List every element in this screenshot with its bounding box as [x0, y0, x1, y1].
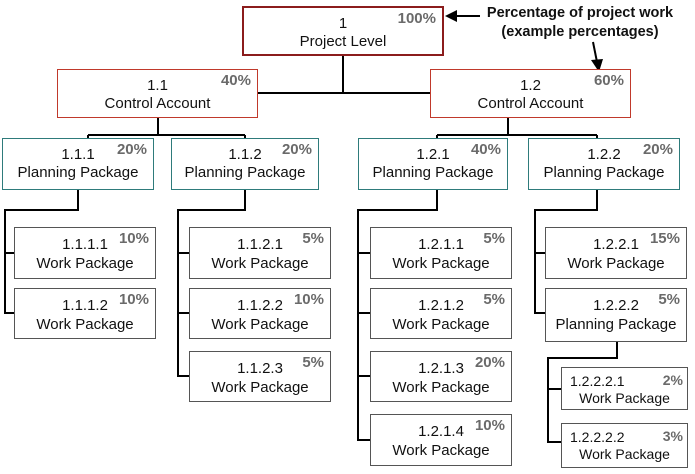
node-name: Work Package: [579, 390, 670, 406]
node-1-1-2-1: 1.1.2.1 Work Package 5%: [189, 227, 331, 279]
node-percentage: 60%: [593, 72, 624, 89]
node-id: 1.1.2.3: [237, 360, 283, 377]
node-id: 1.2.1.4: [418, 423, 464, 440]
node-name: Work Package: [579, 446, 670, 462]
node-name: Planning Package: [555, 316, 677, 333]
node-id: 1.2.1.3: [418, 360, 464, 377]
node-1-2-2-2-1: 1.2.2.2.1 Work Package 2%: [561, 367, 688, 410]
node-name: Work Package: [211, 255, 309, 272]
callout-line-1: Percentage of project work: [486, 5, 674, 21]
node-1-2-2-2-2: 1.2.2.2.2 Work Package 3%: [561, 423, 688, 468]
node-percentage: 5%: [302, 230, 324, 247]
node-name: Work Package: [392, 379, 490, 396]
node-1: 1 Project Level 100%: [242, 6, 444, 56]
node-name: Control Account: [477, 95, 584, 112]
node-percentage: 10%: [474, 417, 505, 434]
node-percentage: 20%: [281, 141, 312, 158]
node-1-2: 1.2 Control Account 60%: [430, 69, 631, 118]
node-1-1-1-2: 1.1.1.2 Work Package 10%: [14, 288, 156, 339]
node-percentage: 10%: [118, 291, 149, 308]
node-1-2-2-1: 1.2.2.1 Work Package 15%: [545, 227, 687, 279]
node-name: Work Package: [211, 316, 309, 333]
callout-arrowhead-ca: [591, 59, 603, 72]
node-1-2-1-3: 1.2.1.3 Work Package 20%: [370, 351, 512, 402]
node-1-2-1-4: 1.2.1.4 Work Package 10%: [370, 414, 512, 466]
node-1-2-1: 1.2.1 Planning Package 40%: [358, 138, 508, 190]
connector-1-1-to-planning: [87, 118, 246, 138]
node-name: Planning Package: [543, 164, 665, 181]
node-percentage: 20%: [474, 354, 505, 371]
node-id: 1.1: [147, 77, 168, 94]
node-name: Work Package: [392, 316, 490, 333]
node-1-1-1-1: 1.1.1.1 Work Package 10%: [14, 227, 156, 279]
node-percentage: 5%: [483, 230, 505, 247]
node-name: Work Package: [36, 316, 134, 333]
node-percentage: 20%: [116, 141, 147, 158]
node-id: 1.2.2.2: [593, 297, 639, 314]
node-percentage: 5%: [302, 354, 324, 371]
node-1-2-1-1: 1.2.1.1 Work Package 5%: [370, 227, 512, 279]
node-id: 1.2.1: [416, 146, 450, 163]
node-id: 1.1.2.1: [237, 236, 283, 253]
connector-1-2-2-children: [534, 190, 598, 314]
node-percentage: 3%: [662, 428, 683, 444]
node-id: 1.2.1.1: [418, 236, 464, 253]
node-percentage: 100%: [397, 10, 436, 27]
callout-line-2: (example percentages): [501, 24, 659, 40]
node-name: Work Package: [392, 442, 490, 459]
node-name: Control Account: [104, 95, 211, 112]
node-1-2-1-2: 1.2.1.2 Work Package 5%: [370, 288, 512, 339]
connector-1-2-1-children: [357, 190, 438, 441]
node-name: Work Package: [211, 379, 309, 396]
node-name: Project Level: [299, 33, 387, 50]
node-percentage: 2%: [662, 372, 683, 388]
node-1-1-2-2: 1.1.2.2 Work Package 10%: [189, 288, 331, 339]
node-id: 1.1.1.2: [62, 297, 108, 314]
node-id: 1.2.2.2.1: [570, 373, 625, 389]
node-1-1-2: 1.1.2 Planning Package 20%: [171, 138, 319, 190]
connector-1-1-2-children: [177, 190, 246, 377]
node-1-1: 1.1 Control Account 40%: [57, 69, 258, 118]
node-name: Work Package: [392, 255, 490, 272]
node-name: Work Package: [36, 255, 134, 272]
percentage-callout: Percentage of project work (example perc…: [472, 4, 688, 42]
node-id: 1.1.2: [228, 146, 262, 163]
node-1-1-2-3: 1.1.2.3 Work Package 5%: [189, 351, 331, 402]
node-name: Planning Package: [17, 164, 139, 181]
connector-1-2-2-2-children: [547, 342, 618, 443]
connector-root-to-control-accounts: [258, 56, 430, 94]
node-percentage: 15%: [649, 230, 680, 247]
node-id: 1: [338, 15, 348, 32]
node-id: 1.2.2.2.2: [570, 429, 625, 445]
node-1-2-2-2: 1.2.2.2 Planning Package 5%: [545, 288, 687, 342]
node-id: 1.1.1: [61, 146, 95, 163]
node-percentage: 40%: [220, 72, 251, 89]
callout-arrowhead-root: [445, 10, 457, 22]
node-percentage: 10%: [293, 291, 324, 308]
connector-1-2-to-planning: [436, 118, 598, 138]
node-percentage: 10%: [118, 230, 149, 247]
node-id: 1.1.1.1: [62, 236, 108, 253]
node-percentage: 40%: [470, 141, 501, 158]
node-id: 1.1.2.2: [237, 297, 283, 314]
node-name: Planning Package: [372, 164, 494, 181]
node-id: 1.2.2.1: [593, 236, 639, 253]
node-id: 1.2: [520, 77, 541, 94]
node-percentage: 5%: [483, 291, 505, 308]
node-1-1-1: 1.1.1 Planning Package 20%: [2, 138, 154, 190]
node-name: Work Package: [567, 255, 665, 272]
node-id: 1.2.2: [587, 146, 621, 163]
callout-arrow-to-ca: [592, 41, 598, 63]
node-id: 1.2.1.2: [418, 297, 464, 314]
connector-1-1-1-children: [4, 190, 79, 314]
node-name: Planning Package: [184, 164, 306, 181]
node-percentage: 20%: [642, 141, 673, 158]
node-percentage: 5%: [658, 291, 680, 308]
node-1-2-2: 1.2.2 Planning Package 20%: [528, 138, 680, 190]
